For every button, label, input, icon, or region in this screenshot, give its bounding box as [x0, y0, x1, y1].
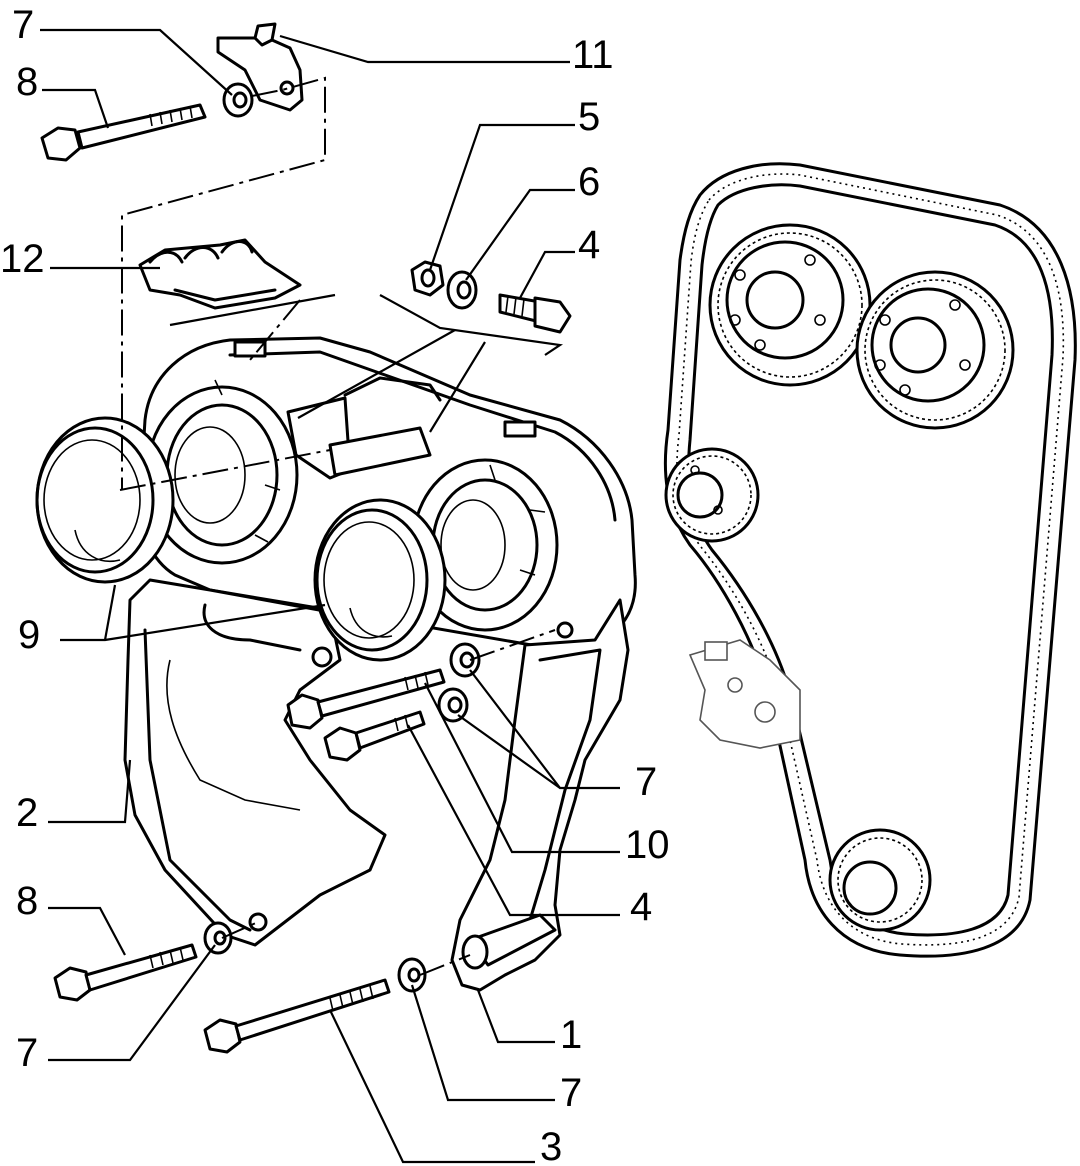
- top-bracket: [216, 22, 304, 112]
- camshaft-pulley-left: [708, 223, 872, 387]
- rear-timing-plate: [450, 598, 630, 992]
- injection-pump: [688, 639, 801, 749]
- callout-labels: 7 8 11 5 6 4 12 9 7 10 2 4 8 1 7 7 3: [0, 3, 670, 1166]
- washer-7-middle-a: [449, 642, 481, 678]
- callout-12: 12: [0, 237, 45, 281]
- callout-4-middle: 4: [630, 885, 652, 929]
- washer-7-bottom-left: [203, 921, 233, 955]
- washer-7-middle-b: [437, 687, 469, 723]
- bolt-10: [286, 668, 446, 730]
- callout-8-bottom: 8: [16, 879, 38, 923]
- leader-lines: [40, 28, 620, 1164]
- cable-clip: [138, 238, 302, 310]
- callout-1: 1: [560, 1013, 582, 1057]
- bolt-4-middle: [323, 710, 426, 762]
- tensioner-pulley: [664, 447, 760, 543]
- timing-belt: [663, 162, 1077, 958]
- callout-6: 6: [578, 160, 600, 204]
- washer-7-bottom-right: [397, 957, 427, 993]
- callout-3: 3: [540, 1125, 562, 1166]
- crankshaft-pulley: [828, 828, 932, 932]
- washer-7-top: [222, 82, 254, 118]
- callout-10: 10: [625, 823, 670, 867]
- callout-2: 2: [16, 791, 38, 835]
- callout-9: 9: [18, 613, 40, 657]
- callout-7-middle: 7: [635, 760, 657, 804]
- timing-belt-assembly: [663, 162, 1077, 958]
- bolt-8-bottom: [53, 943, 198, 1002]
- callout-7-bottom-right: 7: [560, 1071, 582, 1115]
- upper-timing-cover: [138, 336, 637, 652]
- callout-8-top: 8: [16, 60, 38, 104]
- camshaft-pulley-right: [855, 270, 1015, 430]
- callout-11: 11: [572, 33, 614, 77]
- bolt-4-top: [498, 293, 572, 334]
- bolt-3: [203, 978, 391, 1054]
- washer-6: [446, 270, 478, 310]
- seal-cap-left: [35, 416, 175, 584]
- nut-5: [410, 260, 445, 297]
- callout-7-top: 7: [12, 3, 34, 47]
- callout-5: 5: [578, 95, 600, 139]
- seal-cap-right: [313, 498, 447, 662]
- assembly-centerlines: [119, 76, 556, 976]
- bolt-8-top: [40, 103, 207, 162]
- callout-4-top: 4: [578, 223, 600, 267]
- callout-7-bottom-left: 7: [16, 1031, 38, 1075]
